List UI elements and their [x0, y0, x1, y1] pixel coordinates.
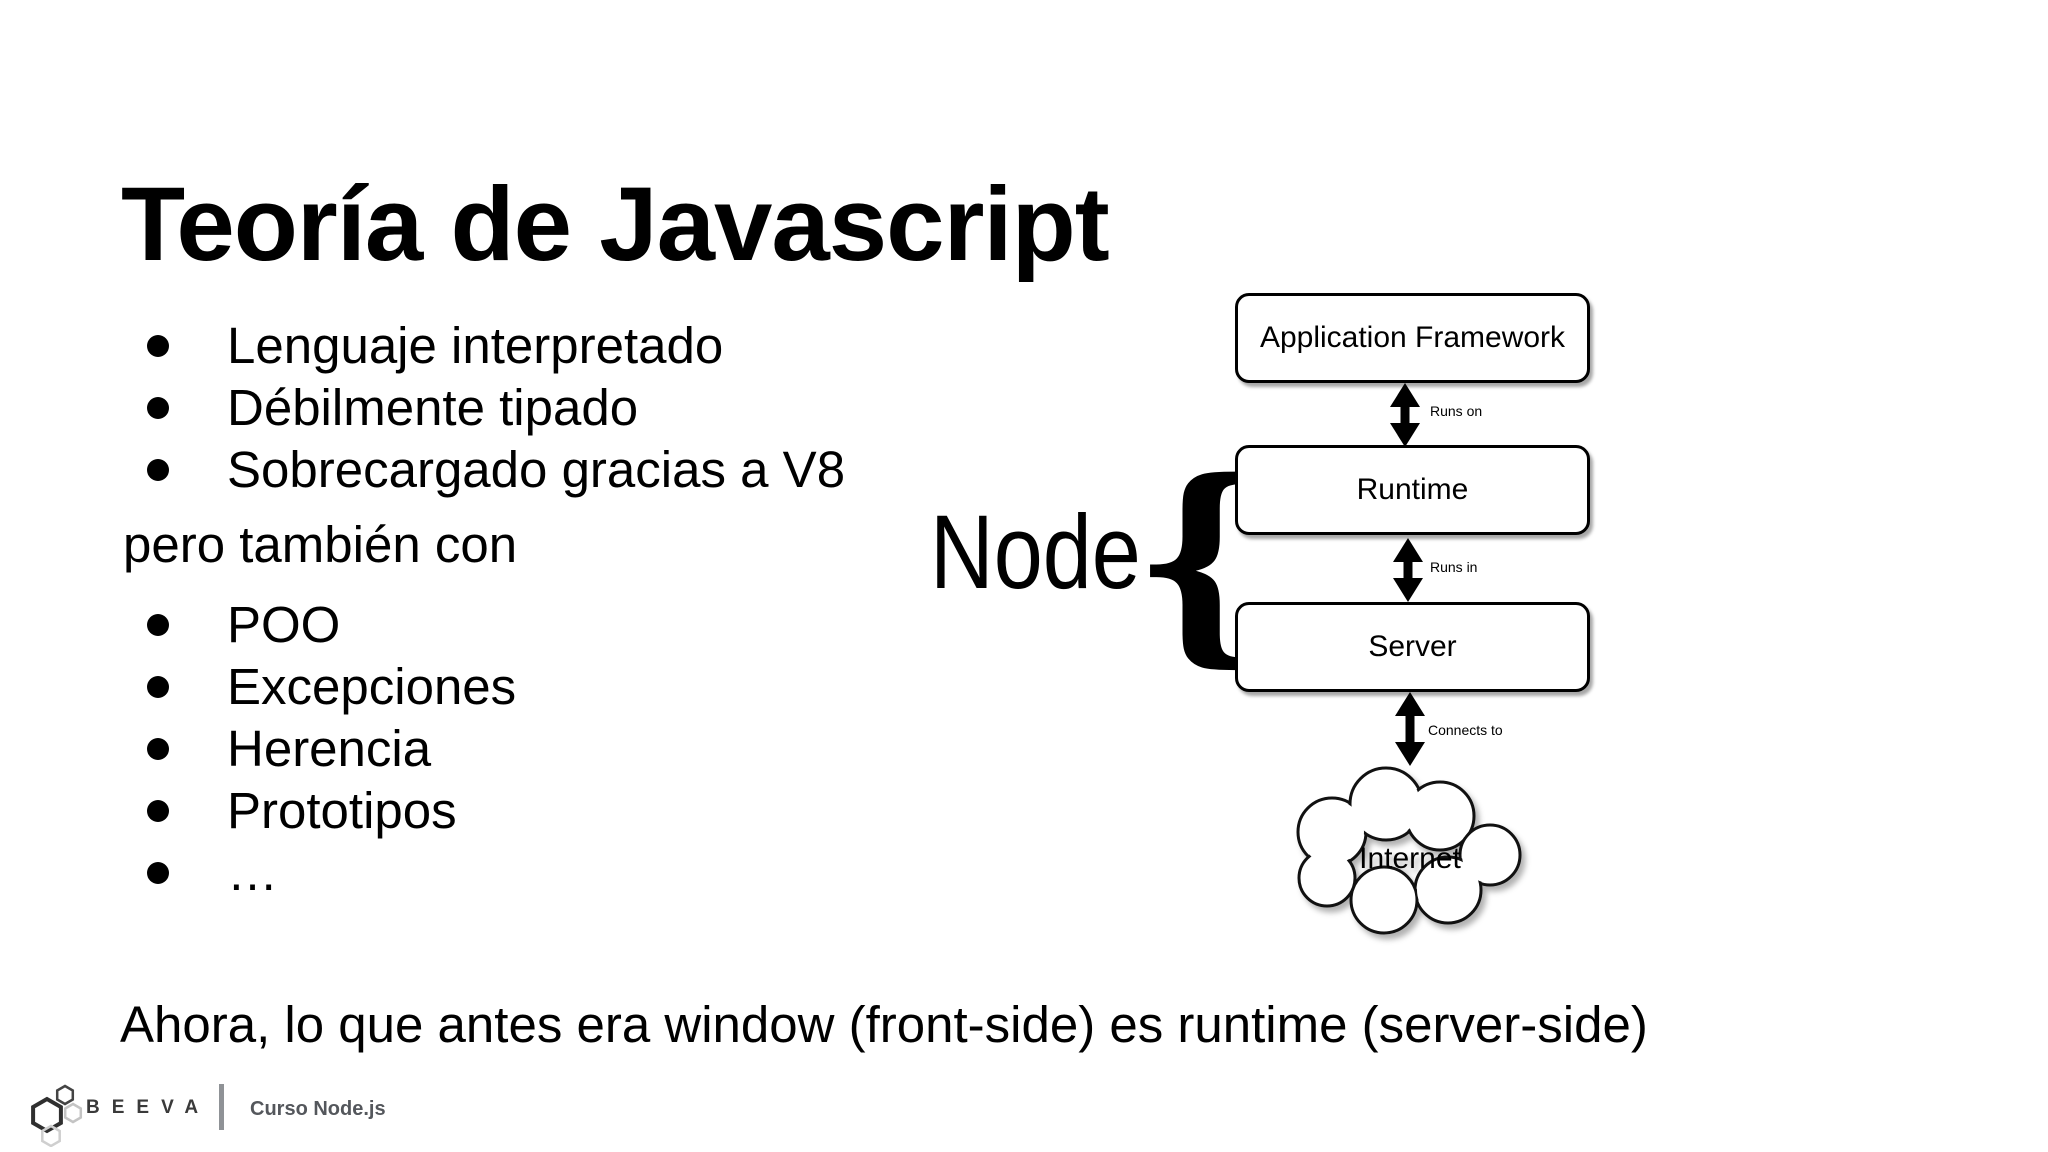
bullet-icon	[147, 800, 169, 822]
list-item: Herencia	[147, 718, 516, 780]
node-label: Node	[930, 494, 1141, 611]
box-label: Runtime	[1356, 473, 1469, 506]
box-label: Application Framework	[1259, 321, 1566, 354]
course-label: Curso Node.js	[250, 1098, 386, 1120]
list-item: Lenguaje interpretado	[147, 315, 845, 377]
list-item-label: Lenguaje interpretado	[227, 317, 724, 374]
arrow-label-runs-in: Runs in	[1430, 559, 1478, 575]
beeva-logo-icon	[25, 1083, 89, 1152]
list-item: Débilmente tipado	[147, 377, 845, 439]
bullet-icon	[147, 459, 169, 481]
list-item-label: Herencia	[227, 720, 432, 777]
list-item-label: POO	[227, 596, 341, 653]
list-item: Prototipos	[147, 780, 516, 842]
closing-statement: Ahora, lo que antes era window (front-si…	[120, 996, 1648, 1053]
double-arrow-icon	[1388, 538, 1428, 602]
bullet-icon	[147, 738, 169, 760]
bullet-icon	[147, 614, 169, 636]
list-item: Excepciones	[147, 656, 516, 718]
brand-name: BEEVA	[86, 1097, 211, 1118]
connector-text: pero también con	[123, 516, 518, 573]
internet-cloud: Internet	[1280, 758, 1540, 948]
list-item-label: Prototipos	[227, 782, 457, 839]
bullet-icon	[147, 397, 169, 419]
list-item-label: Excepciones	[227, 658, 517, 715]
box-label: Server	[1368, 630, 1457, 663]
diagram-box-server: Server	[1235, 602, 1590, 692]
list-item: Sobrecargado gracias a V8	[147, 439, 845, 501]
secondary-bullet-list: POO Excepciones Herencia Prototipos …	[147, 594, 516, 904]
list-item-label: Sobrecargado gracias a V8	[227, 441, 846, 498]
list-item-label: …	[227, 844, 278, 901]
diagram-box-runtime: Runtime	[1235, 445, 1590, 535]
slide-title: Teoría de Javascript	[121, 166, 1110, 284]
cloud-label: Internet	[1359, 842, 1461, 875]
double-arrow-icon	[1385, 383, 1425, 447]
bullet-icon	[147, 862, 169, 884]
list-item: …	[147, 842, 516, 904]
primary-bullet-list: Lenguaje interpretado Débilmente tipado …	[147, 315, 845, 501]
arrow-label-runs-on: Runs on	[1430, 403, 1483, 419]
bullet-icon	[147, 676, 169, 698]
bullet-icon	[147, 335, 169, 357]
double-arrow-icon	[1390, 692, 1430, 766]
list-item: POO	[147, 594, 516, 656]
footer-divider	[219, 1084, 224, 1130]
arrow-label-connects-to: Connects to	[1428, 722, 1503, 738]
diagram-box-application-framework: Application Framework	[1235, 293, 1590, 383]
list-item-label: Débilmente tipado	[227, 379, 639, 436]
